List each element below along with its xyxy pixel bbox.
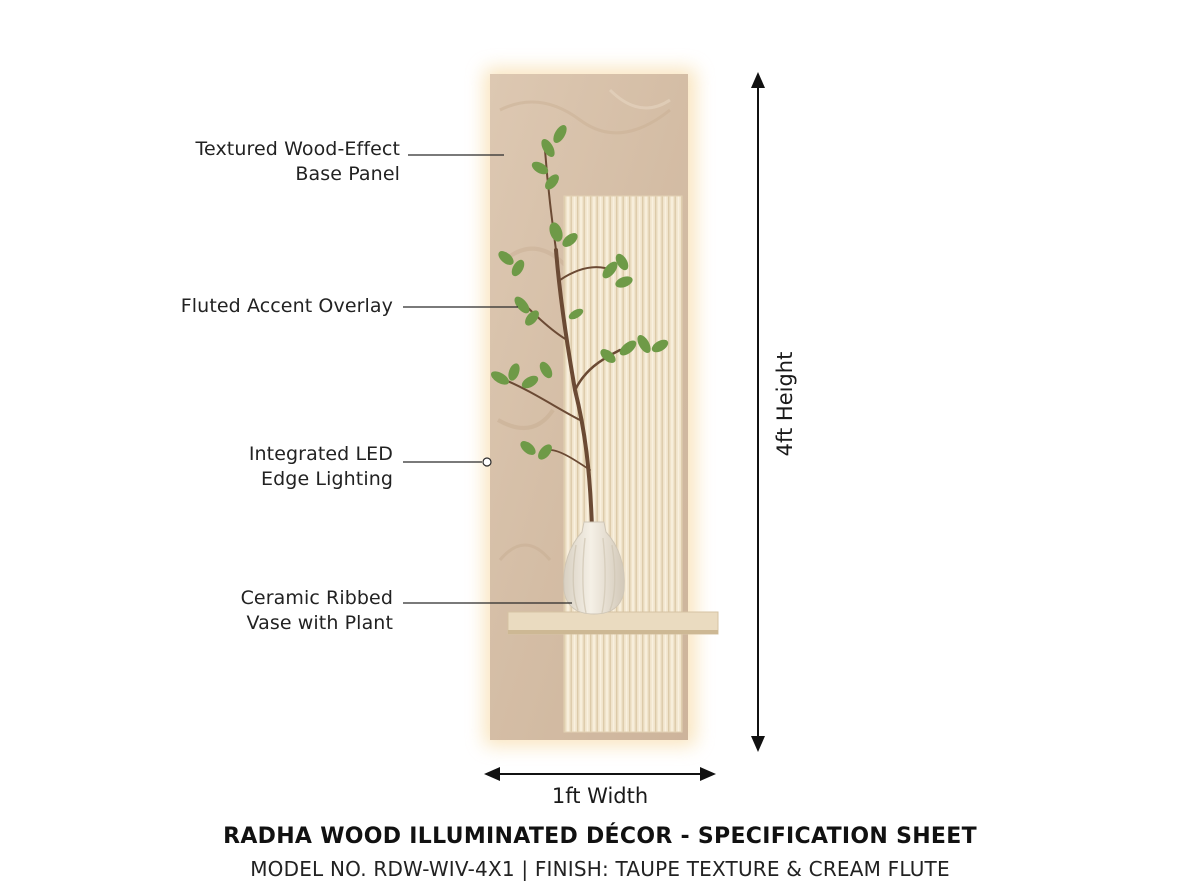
spec-sheet-title: RADHA WOOD ILLUMINATED DÉCOR - SPECIFICA… <box>223 824 977 849</box>
height-dimension-arrow <box>751 72 765 752</box>
callout-vase-line-1: Ceramic Ribbed <box>240 587 393 609</box>
spec-sheet-subtitle: MODEL NO. RDW-WIV-4X1 | FINISH: TAUPE TE… <box>250 857 950 881</box>
callout-base-panel-line-2: Base Panel <box>295 163 400 185</box>
callout-fluted-overlay-line-1: Fluted Accent Overlay <box>180 295 393 317</box>
height-dimension-label: 4ft Height <box>773 351 797 457</box>
ceramic-vase <box>563 521 625 615</box>
callout-base-panel: Textured Wood-Effect Base Panel <box>196 137 400 187</box>
callout-base-panel-line-1: Textured Wood-Effect <box>195 138 400 160</box>
led-callout-dot <box>482 457 492 467</box>
callout-vase: Ceramic Ribbed Vase with Plant <box>241 586 393 636</box>
width-dimension-label: 1ft Width <box>551 784 649 808</box>
callout-led-lighting-line-2: Edge Lighting <box>261 468 393 490</box>
plant-branch <box>504 149 622 530</box>
width-dimension-arrow <box>484 767 716 781</box>
callout-led-lighting: Integrated LED Edge Lighting <box>249 442 393 492</box>
plant-leaves <box>490 124 669 460</box>
callout-led-lighting-line-1: Integrated LED <box>248 443 393 465</box>
callout-fluted-overlay: Fluted Accent Overlay <box>181 294 393 319</box>
shelf <box>507 611 719 635</box>
callout-vase-line-2: Vase with Plant <box>246 612 393 634</box>
callout-leader-lines <box>403 154 572 604</box>
